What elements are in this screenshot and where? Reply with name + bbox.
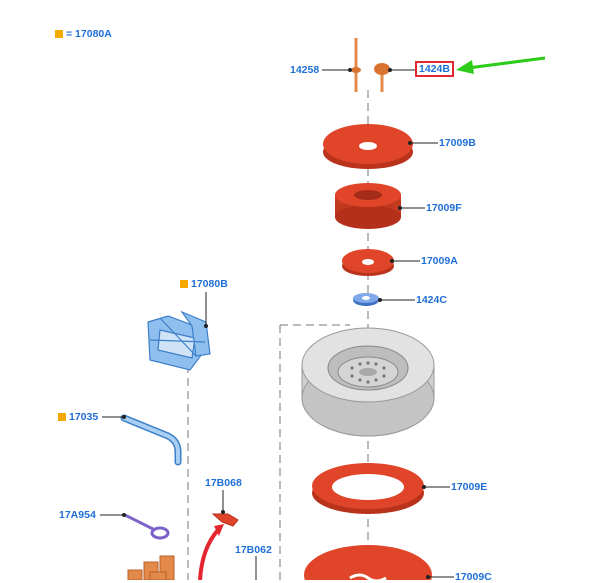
legend-17080A: = 17080A	[55, 28, 112, 40]
label-17080B-text: 17080B	[191, 278, 228, 290]
part-cluster-bottom[interactable]	[127, 555, 175, 580]
leader-lines	[100, 69, 454, 580]
label-17035-text: 17035	[69, 411, 99, 423]
label-17B068[interactable]: 17B068	[205, 477, 242, 489]
spare-wheel[interactable]	[301, 327, 435, 437]
legend-marker-icon	[180, 280, 188, 288]
label-1424B[interactable]: 1424B	[415, 61, 454, 77]
pointer-arrow-icon	[456, 56, 546, 74]
part-17009B-spacer[interactable]	[323, 124, 413, 169]
part-17080B-jack[interactable]	[147, 310, 211, 371]
label-17035[interactable]: 17035	[58, 411, 98, 423]
part-1424B-knob[interactable]	[374, 63, 390, 92]
label-17009B[interactable]: 17009B	[439, 137, 476, 149]
rotation-arrow-icon	[198, 528, 220, 580]
label-17080B[interactable]: 17080B	[180, 278, 228, 290]
legend-marker-icon	[58, 413, 66, 421]
rotation-arrowhead-icon	[214, 524, 224, 536]
part-1424C-nut[interactable]	[353, 293, 379, 306]
part-17009A-washer[interactable]	[342, 249, 394, 276]
part-17009F-spacer[interactable]	[335, 183, 401, 229]
leader-dots	[122, 68, 430, 579]
label-17009C[interactable]: 17009C	[455, 571, 492, 583]
label-17A954[interactable]: 17A954	[59, 509, 96, 521]
label-17009E[interactable]: 17009E	[451, 481, 488, 493]
part-17B068-clip[interactable]	[211, 513, 239, 527]
label-1424C[interactable]: 1424C	[416, 294, 447, 306]
part-14258-pin[interactable]	[351, 38, 361, 92]
label-17009F[interactable]: 17009F	[426, 202, 462, 214]
label-17009A[interactable]: 17009A	[421, 255, 458, 267]
label-17B062[interactable]: 17B062	[235, 544, 272, 556]
legend-text: = 17080A	[66, 28, 112, 40]
part-17009C-disc[interactable]	[304, 545, 432, 580]
label-14258[interactable]: 14258	[290, 64, 320, 76]
part-17035-handle[interactable]	[120, 414, 182, 466]
part-17009E-ring[interactable]	[312, 463, 424, 514]
part-17A954-tool[interactable]	[124, 513, 170, 540]
legend-marker-icon	[55, 30, 63, 38]
